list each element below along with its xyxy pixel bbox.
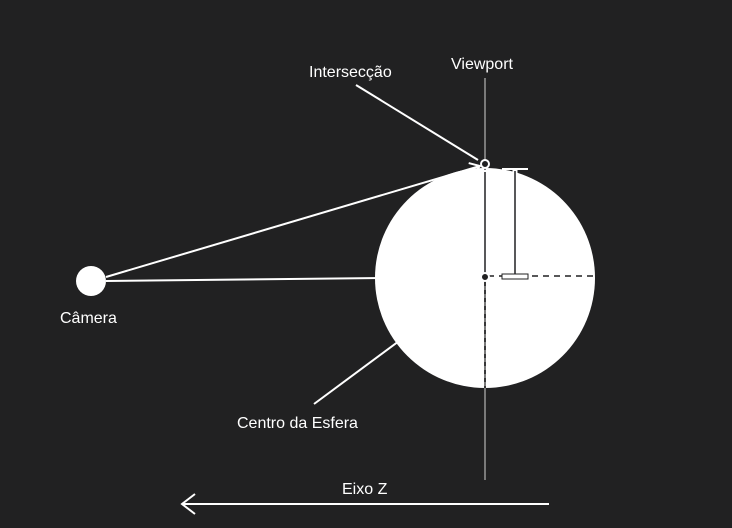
radius-value-label: 0,5 xyxy=(530,220,551,235)
arrow-left-icon xyxy=(180,493,549,515)
intersection-leader xyxy=(355,84,479,161)
intersection-label: Intersecção xyxy=(309,64,392,81)
viewport-label: Viewport xyxy=(451,56,514,73)
camera-point xyxy=(76,266,106,296)
sphere-center-label: Centro da Esfera xyxy=(237,415,358,432)
intersection-node xyxy=(480,159,490,169)
radius-bracket-bottom xyxy=(501,273,529,280)
center-node xyxy=(480,272,490,282)
ray-to-center xyxy=(105,270,482,284)
camera-label: Câmera xyxy=(60,310,117,327)
ray-to-intersection xyxy=(105,162,482,278)
z-axis-label: Eixo Z xyxy=(342,481,388,498)
center-leader xyxy=(313,280,481,405)
